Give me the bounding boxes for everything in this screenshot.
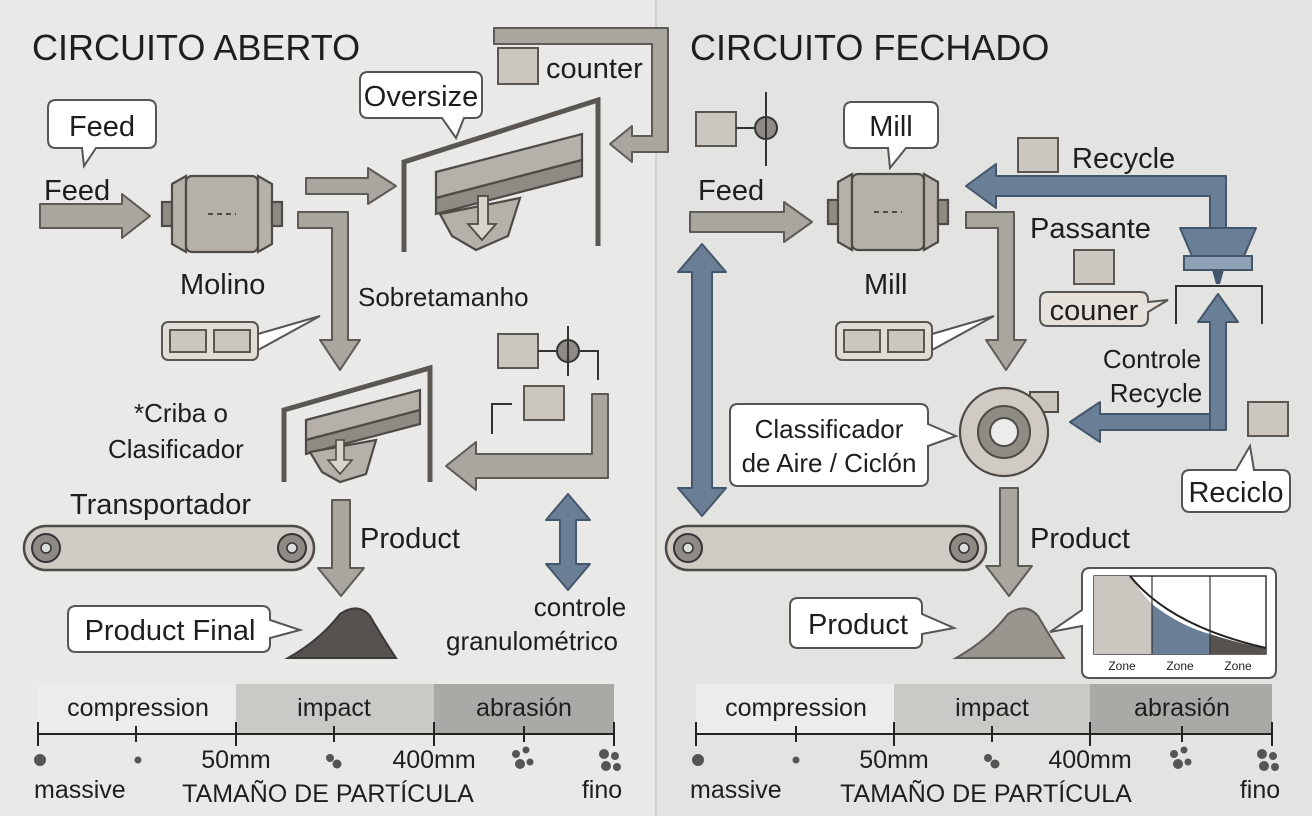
left-tick-50mm: 50mm xyxy=(201,746,270,774)
recycle-arrow xyxy=(965,163,1227,241)
right-band-abrasion: abrasión xyxy=(1134,694,1230,722)
left-conveyor xyxy=(22,524,316,572)
right-end-label: fino xyxy=(1240,776,1280,804)
counter-icon xyxy=(497,47,539,85)
right-tick-50mm: 50mm xyxy=(859,746,928,774)
left-title: CIRCUITO ABERTO xyxy=(32,27,360,68)
criba-return-arrow xyxy=(445,393,609,491)
left-control-loop xyxy=(491,326,599,434)
left-end-label: fino xyxy=(582,776,622,804)
right-control-label-2: Recycle xyxy=(1110,378,1202,408)
right-product-arrow xyxy=(985,487,1033,597)
left-product-arrow xyxy=(317,499,365,597)
screen-label-1: *Criba o xyxy=(134,398,228,428)
cyclone xyxy=(1175,227,1263,324)
couner-callout-text: couner xyxy=(1050,295,1139,327)
right-feed-valve xyxy=(695,92,778,166)
oversize-label: Sobretamanho xyxy=(358,282,529,312)
air-classifier xyxy=(958,386,1059,478)
screen-label-2: Clasificador xyxy=(108,434,244,464)
left-feed-label: Feed xyxy=(44,175,110,207)
right-band-compression: compression xyxy=(725,694,867,722)
classifier-callout-line-1: Classificador xyxy=(755,414,904,444)
right-product-callout-text: Product xyxy=(808,609,908,641)
distribution-callout: Zone Zone Zone xyxy=(1049,567,1277,679)
left-band-abrasion: abrasión xyxy=(476,694,572,722)
right-start-label: massive xyxy=(690,776,782,804)
left-scale-bar: compression impact abrasión 50mm 400mm m… xyxy=(34,684,622,808)
classifier-callout-line-2: de Aire / Ciclón xyxy=(742,448,917,478)
right-conveyor xyxy=(664,524,988,572)
counter-label: counter xyxy=(546,53,643,85)
right-mill-label: Mill xyxy=(864,269,908,301)
left-product-label: Product xyxy=(360,523,460,555)
left-control-double-arrow xyxy=(545,493,591,591)
right-product-pile xyxy=(952,607,1066,659)
right-mill xyxy=(826,172,950,252)
left-axis-title: TAMAÑO DE PARTÍCULA xyxy=(182,779,474,808)
left-mill-label: Molino xyxy=(180,269,265,301)
left-control-label-2: granulométrico xyxy=(446,626,618,656)
right-band-impact: impact xyxy=(955,694,1029,722)
left-feed-arrow xyxy=(39,193,151,239)
zone-label-2: Zone xyxy=(1166,659,1194,673)
left-control-label-1: controle xyxy=(534,592,627,622)
top-screen xyxy=(401,96,601,252)
right-tick-400mm: 400mm xyxy=(1048,746,1131,774)
left-product-pile xyxy=(284,607,398,659)
mill-callout-text: Mill xyxy=(869,111,913,143)
right-scale-bar: compression impact abrasión 50mm 400mm m… xyxy=(690,684,1280,808)
mill-to-classifier-arrow xyxy=(965,211,1027,371)
right-vertical-double-arrow xyxy=(677,243,727,517)
right-feed-arrow xyxy=(689,201,813,243)
left-mill xyxy=(160,174,284,254)
right-product-label: Product xyxy=(1030,523,1130,555)
left-band-compression: compression xyxy=(67,694,209,722)
left-dual-indicator xyxy=(161,315,321,361)
couner-callout: couner xyxy=(1039,291,1169,327)
right-title: CIRCUITO FECHADO xyxy=(690,27,1049,68)
right-feed-label: Feed xyxy=(698,175,764,207)
right-axis-title: TAMAÑO DE PARTÍCULA xyxy=(840,779,1132,808)
reciclo-callout: Reciclo xyxy=(1181,443,1291,513)
classifier-callout: Classificador de Aire / Ciclón xyxy=(729,403,959,487)
left-band-impact: impact xyxy=(297,694,371,722)
conveyor-label: Transportador xyxy=(70,489,251,521)
zone-label-3: Zone xyxy=(1224,659,1252,673)
right-product-callout: Product xyxy=(789,597,958,649)
product-final-callout: Product Final xyxy=(67,605,304,653)
criba-screen xyxy=(281,364,433,484)
cyclone-return-arrow xyxy=(1069,293,1239,443)
reciclo-callout-text: Reciclo xyxy=(1188,477,1283,509)
oversize-callout-text: Oversize xyxy=(364,81,478,113)
zone-label-1: Zone xyxy=(1108,659,1136,673)
mill-to-screen-arrow xyxy=(305,167,397,205)
reciclo-icon xyxy=(1247,401,1289,437)
right-control-label-1: Controle xyxy=(1103,344,1201,374)
oversize-down-arrow xyxy=(297,211,361,371)
right-dual-indicator xyxy=(835,315,995,361)
left-start-label: massive xyxy=(34,776,126,804)
oversize-callout: Oversize xyxy=(359,71,483,141)
mill-callout: Mill xyxy=(843,101,939,171)
recycle-label: Recycle xyxy=(1072,143,1175,175)
counter-return-arrow xyxy=(493,27,669,163)
left-tick-400mm: 400mm xyxy=(392,746,475,774)
recycle-icon xyxy=(1017,137,1059,173)
feed-callout: Feed xyxy=(47,99,157,169)
passante-icon xyxy=(1073,249,1115,285)
feed-callout-text: Feed xyxy=(69,111,135,143)
passante-label: Passante xyxy=(1030,213,1151,245)
product-final-text: Product Final xyxy=(85,615,256,647)
